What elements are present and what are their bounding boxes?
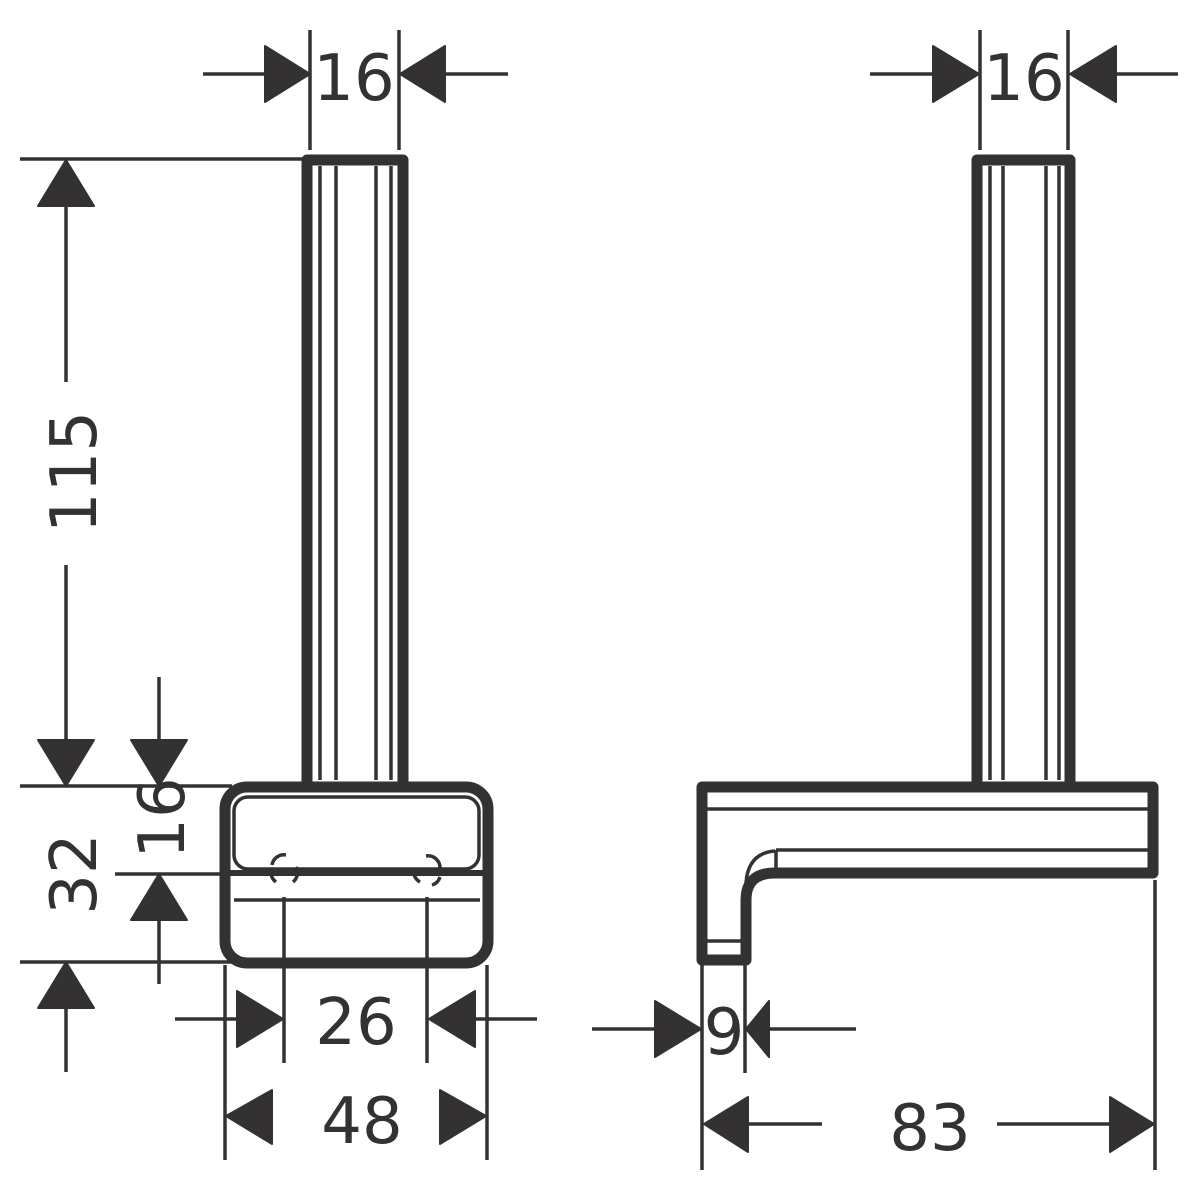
front-extension-lines	[20, 30, 489, 1160]
dim-label: 48	[321, 1085, 402, 1159]
dim-base-width: 48	[225, 1085, 487, 1159]
dim-wall-plate-thickness: 9	[592, 996, 856, 1070]
dim-label: 83	[889, 1092, 970, 1166]
side-extension-lines	[700, 30, 1157, 1170]
dim-base-upper-height: 16	[126, 677, 200, 984]
dim-label: 32	[38, 833, 112, 914]
side-post	[971, 154, 1076, 789]
dim-side-post-width: 16	[870, 42, 1178, 116]
dim-label: 16	[313, 42, 394, 116]
dim-label: 115	[38, 411, 112, 533]
side-view: 16 9 83	[592, 30, 1178, 1170]
dim-label: 9	[704, 996, 745, 1070]
side-arm	[696, 781, 1159, 966]
dim-projection-depth: 83	[703, 1092, 1155, 1166]
dim-base-height: 32	[37, 833, 112, 1072]
dim-mount-spacing: 26	[175, 986, 537, 1060]
dim-total-height: 115	[37, 159, 112, 787]
dim-front-post-width: 16	[203, 42, 508, 116]
dim-label: 16	[126, 777, 200, 858]
dim-label: 16	[983, 42, 1064, 116]
front-view: 16 115 32 16 2	[20, 30, 537, 1160]
front-post	[301, 154, 409, 789]
dim-label: 26	[315, 986, 396, 1060]
